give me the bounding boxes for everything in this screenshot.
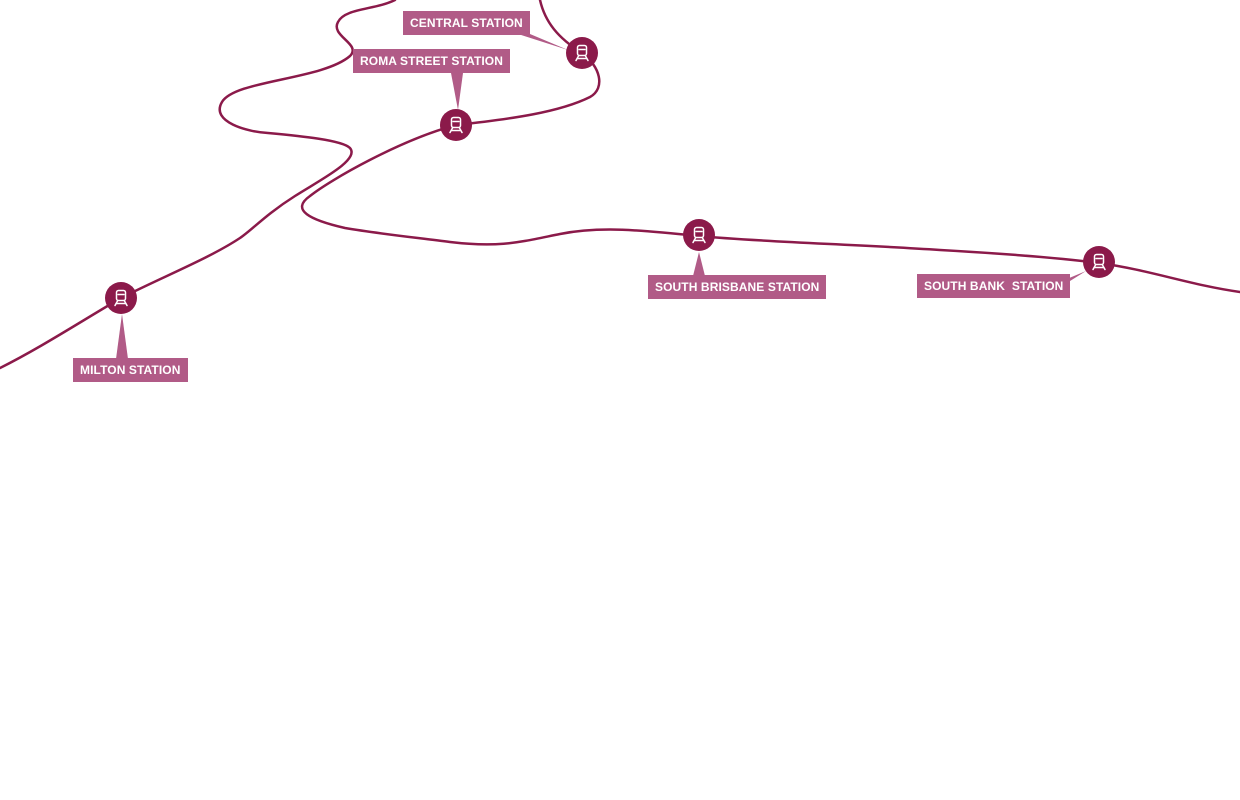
- train-icon: [692, 226, 706, 244]
- train-icon: [1092, 253, 1106, 271]
- station-marker-milton[interactable]: [105, 282, 137, 314]
- train-icon: [449, 116, 463, 134]
- rail-line-central-roma-loop: [454, 51, 601, 127]
- station-marker-south-brisbane[interactable]: [683, 219, 715, 251]
- label-pointer-central: [518, 34, 568, 50]
- station-label-milton[interactable]: MILTON STATION: [73, 358, 188, 382]
- train-icon: [575, 44, 589, 62]
- label-pointer-roma-street: [451, 73, 463, 110]
- station-marker-central[interactable]: [566, 37, 598, 69]
- station-label-roma-street[interactable]: ROMA STREET STATION: [353, 49, 511, 73]
- station-markers: [105, 37, 1115, 314]
- train-icon: [114, 289, 128, 307]
- station-marker-roma-street[interactable]: [440, 109, 472, 141]
- rail-lines: [0, 0, 1240, 370]
- station-label-south-bank[interactable]: SOUTH BANK STATION: [917, 274, 1071, 298]
- station-label-south-brisbane[interactable]: SOUTH BRISBANE STATION: [648, 275, 827, 299]
- label-pointers: [116, 34, 1086, 359]
- label-pointer-south-brisbane: [693, 252, 705, 276]
- rail-line-roma-southbank: [300, 123, 1240, 294]
- rail-line-north-milton: [0, 0, 397, 370]
- label-pointer-milton: [116, 314, 128, 359]
- station-marker-south-bank[interactable]: [1083, 246, 1115, 278]
- station-label-central[interactable]: CENTRAL STATION: [403, 11, 530, 35]
